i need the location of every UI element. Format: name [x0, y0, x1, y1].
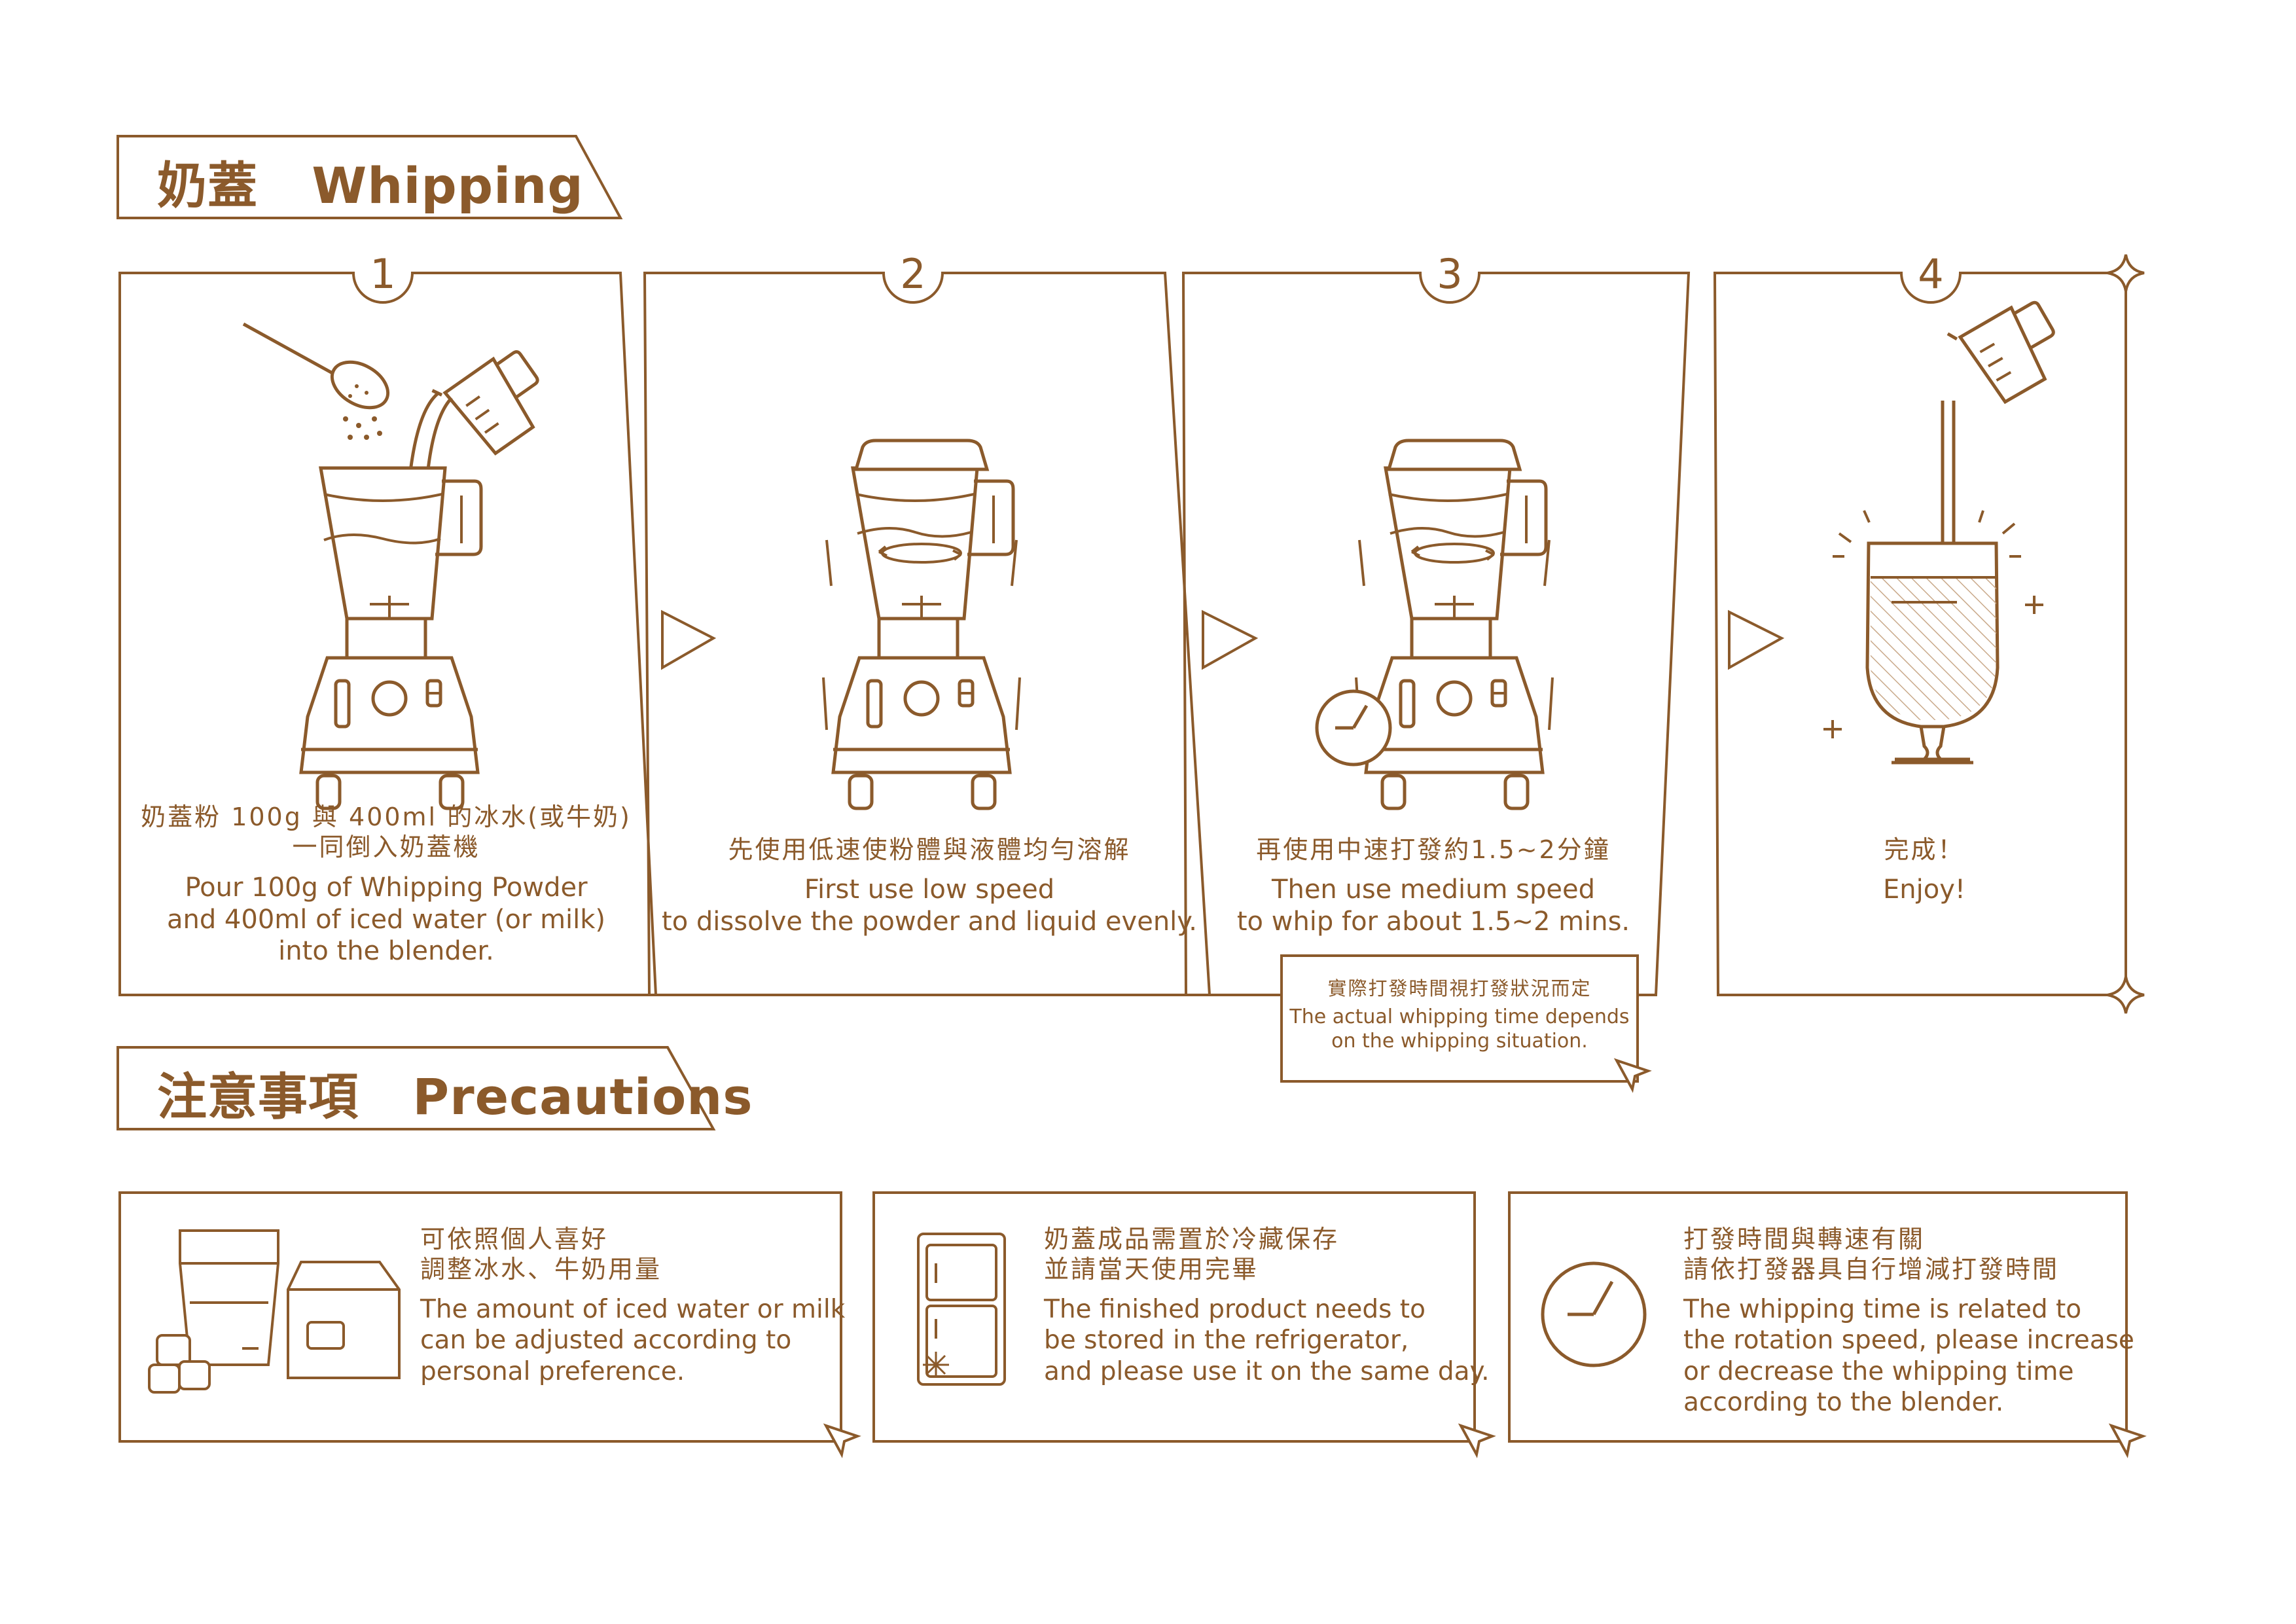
step-1-text: 奶蓋粉 100g 與 400ml 的冰水(或牛奶) 一同倒入奶蓋機 Pour 1… [124, 802, 648, 967]
precaution-1-en-line1: The amount of iced water or milk [420, 1294, 846, 1324]
step-3-zh-line1: 再使用中速打發約1.5~2分鐘 [1256, 835, 1611, 864]
precaution-3-en-line4: according to the blender. [1683, 1388, 2004, 1418]
step-2-zh-line1: 先使用低速使粉體與液體均勻溶解 [728, 835, 1131, 864]
precaution-2-zh-line1: 奶蓋成品需置於冷藏保存 [1044, 1225, 1340, 1254]
step-1-zh-line1: 奶蓋粉 100g 與 400ml 的冰水(或牛奶) [141, 803, 632, 831]
step-1-number: 1 [370, 250, 396, 298]
step-3-en-line1: Then use medium speed [1272, 875, 1595, 905]
measuring-cup-icon [1948, 287, 2072, 410]
powder-dots [343, 416, 382, 440]
step-1-panel [120, 273, 656, 995]
note-en-line2: on the whipping situation. [1331, 1029, 1588, 1053]
precaution-3-en-line2: the rotation speed, please increase [1683, 1326, 2134, 1356]
ice-water-milk-icon [149, 1231, 399, 1392]
step-2-panel [645, 273, 1210, 995]
step-3-panel [1183, 273, 1689, 995]
precautions-title: 注意事項 Precautions [157, 1056, 753, 1128]
step-2-en-line2: to dissolve the powder and liquid evenly… [662, 907, 1197, 937]
step-4-number: 4 [1918, 250, 1944, 298]
step-2-text: 先使用低速使粉體與液體均勻溶解 First use low speed to d… [655, 835, 1204, 938]
sparkle-icon [2106, 253, 2145, 293]
step-4-illustration [1823, 287, 2072, 763]
spoon-icon [243, 324, 396, 417]
step-3-en-line2: to whip for about 1.5~2 mins. [1236, 907, 1630, 937]
step-3-text: 再使用中速打發約1.5~2分鐘 Then use medium speed to… [1198, 835, 1669, 938]
step-1-en-line3: into the blender. [278, 936, 494, 967]
whipping-title-zh: 奶蓋 [157, 156, 258, 215]
whipping-title-en: Whipping [312, 156, 584, 215]
precaution-card-2-frame [874, 1193, 1475, 1441]
precaution-1-en-line3: personal preference. [420, 1356, 685, 1386]
refrigerator-icon [918, 1234, 1005, 1384]
note-box [1282, 956, 1638, 1081]
precaution-3-zh-line2: 請依打發器具自行增減打發時間 [1683, 1255, 2060, 1284]
step-2-number: 2 [900, 250, 926, 298]
precaution-1-en-line2: can be adjusted according to [420, 1326, 792, 1356]
precaution-3-en-line3: or decrease the whipping time [1683, 1356, 2074, 1386]
step-4-panel [1715, 273, 2126, 995]
next-step-arrow-2 [1203, 612, 1255, 668]
blender-icon [823, 441, 1020, 808]
precaution-3-text: 打發時間與轉速有關 請依打發器具自行增減打發時間 The whipping ti… [1683, 1224, 2134, 1418]
step-4-en-line1: Enjoy! [1883, 875, 1965, 905]
blender-icon [301, 468, 481, 808]
next-step-arrow-3 [1729, 612, 1782, 668]
precaution-2-en-line3: and please use it on the same day. [1044, 1356, 1490, 1386]
precaution-1-text: 可依照個人喜好 調整冰水、牛奶用量 The amount of iced wat… [420, 1224, 845, 1387]
step-1-illustration [243, 324, 559, 808]
precautions-header-frame [118, 1047, 713, 1129]
shine-lines [1823, 511, 2043, 738]
precaution-card-3-frame [1509, 1193, 2126, 1441]
blender-icon [1356, 441, 1552, 808]
precaution-2-text: 奶蓋成品需置於冷藏保存 並請當天使用完畢 The finished produc… [1044, 1224, 1489, 1387]
step-2-illustration [823, 441, 1020, 808]
note-zh: 實際打發時間視打發狀況而定 [1327, 977, 1592, 1000]
precaution-2-en-line1: The finished product needs to [1044, 1294, 1426, 1324]
step-4-zh-line1: 完成！ [1884, 835, 1965, 864]
precautions-title-en: Precautions [412, 1068, 753, 1126]
note-text: 實際打發時間視打發狀況而定 The actual whipping time d… [1284, 977, 1635, 1054]
clock-icon [1543, 1263, 1645, 1365]
precautions-title-zh: 注意事項 [157, 1068, 359, 1126]
step-3-illustration [1317, 441, 1552, 808]
step-3-number: 3 [1437, 250, 1463, 298]
precaution-1-zh-line2: 調整冰水、牛奶用量 [420, 1255, 662, 1284]
whipping-title: 奶蓋 Whipping [157, 145, 584, 217]
glass-icon [1867, 543, 1998, 763]
precaution-2-zh-line2: 並請當天使用完畢 [1044, 1255, 1259, 1284]
step-1-en-line1: Pour 100g of Whipping Powder [185, 872, 588, 903]
precaution-3-zh-line1: 打發時間與轉速有關 [1683, 1225, 1926, 1254]
whipping-header-frame [118, 136, 620, 218]
timer-clock-icon [1317, 691, 1390, 765]
precaution-card-1-frame [120, 1193, 841, 1441]
precaution-3-en-line1: The whipping time is related to [1683, 1294, 2082, 1324]
precaution-1-zh-line1: 可依照個人喜好 [420, 1225, 609, 1254]
next-step-arrow-1 [662, 612, 713, 668]
step-2-en-line1: First use low speed [804, 875, 1055, 905]
precaution-2-en-line2: be stored in the refrigerator, [1044, 1326, 1409, 1356]
step-4-text: 完成！ Enjoy! [1728, 835, 2121, 906]
step-1-zh-line2: 一同倒入奶蓋機 [292, 833, 480, 862]
sparkle-icon [2106, 975, 2145, 1015]
step-1-en-line2: and 400ml of iced water (or milk) [166, 904, 606, 935]
note-en-line1: The actual whipping time depends [1289, 1005, 1630, 1029]
